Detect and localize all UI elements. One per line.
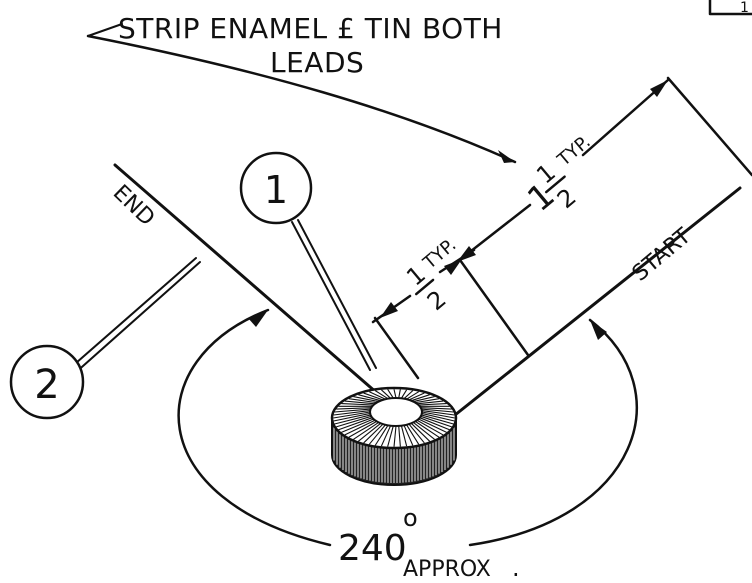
winding-stripe: [357, 422, 382, 442]
winding-stripe: [400, 425, 408, 447]
winding-stripe: [415, 398, 440, 404]
winding-stripe: [408, 392, 425, 401]
winding-stripe: [418, 418, 447, 433]
winding-stripe: [333, 409, 371, 416]
winding-stripe: [358, 394, 381, 402]
winding-stripe: [341, 418, 374, 433]
end-label: END: [108, 180, 159, 231]
winding-stripe: [363, 392, 384, 401]
winding-stripe: [410, 422, 431, 442]
winding-stripe: [336, 407, 372, 410]
angle-arrow-left: [248, 310, 268, 327]
long-dim-arrow-upper: [650, 80, 668, 97]
winding-stripe: [334, 414, 371, 425]
instruction-note: STRIP ENAMEL £ TIN BOTH LEADS: [118, 12, 503, 79]
short-dim-arrow-lower: [380, 302, 398, 318]
extension-lines: [373, 76, 752, 380]
winding-stripe: [336, 415, 372, 428]
winding-stripe: [420, 415, 452, 428]
winding-stripe: [368, 424, 386, 445]
winding-stripe: [334, 408, 371, 413]
winding-stripe: [387, 425, 394, 447]
winding-stripe: [341, 403, 374, 406]
note-line-2: LEADS: [270, 46, 364, 79]
winding-stripe: [387, 389, 394, 399]
winding-stripe: [406, 391, 420, 400]
winding-stripe: [333, 411, 371, 419]
winding-stripe: [416, 419, 444, 436]
callout-2-number: 2: [34, 362, 59, 408]
winding-stripe: [403, 425, 414, 446]
winding-stripe: [393, 425, 397, 447]
winding-stripe: [380, 425, 392, 447]
callout-1-number: 1: [264, 168, 288, 212]
short-dim-arrow-upper: [444, 259, 462, 275]
winding-stripe: [398, 425, 401, 447]
angle-degree: o: [403, 504, 418, 532]
winding-stripe: [398, 389, 401, 399]
winding-stripe: [348, 398, 377, 404]
start-lead: START: [453, 186, 742, 417]
winding-stripe: [408, 423, 425, 444]
toroid-top-windings: [333, 389, 455, 447]
winding-stripe: [413, 421, 435, 440]
winding-stripe: [419, 417, 450, 431]
angle-value: 240: [338, 528, 407, 569]
winding-stripe: [418, 403, 447, 406]
angle-dimension: 240 o APPROX .: [177, 308, 638, 582]
winding-stripe: [411, 394, 430, 402]
callout-2: 2: [9, 257, 201, 420]
winding-stripe: [380, 389, 391, 399]
winding-stripe: [421, 412, 455, 422]
winding-stripe: [344, 400, 376, 405]
winding-stripe: [400, 389, 408, 399]
winding-stripe: [363, 423, 384, 444]
winding-stripe: [421, 414, 454, 425]
long-dimension: 1 1 2 TYP.: [455, 78, 670, 264]
winding-stripe: [353, 421, 379, 440]
short-dimension: 1 2 TYP.: [371, 234, 476, 324]
note-leader-arrow: [86, 23, 517, 164]
callout-1: 1: [239, 151, 377, 371]
leader-arrowhead: [498, 150, 515, 163]
winding-stripe: [421, 411, 455, 419]
winding-stripe: [421, 409, 455, 416]
winding-stripe: [353, 396, 379, 403]
winding-stripe: [416, 400, 444, 405]
angle-dot: .: [512, 554, 520, 582]
winding-stripe: [421, 408, 454, 413]
winding-stripe: [333, 412, 371, 422]
toroid-core: [330, 386, 458, 486]
winding-stripe: [338, 417, 373, 431]
winding-stripe: [420, 407, 452, 410]
start-label: START: [628, 223, 696, 286]
angle-arrow-right: [590, 320, 607, 340]
corner-tag: 1: [708, 0, 752, 16]
long-dim-note: TYP.: [553, 131, 595, 171]
corner-tag-text: 1: [740, 0, 749, 16]
winding-stripe: [369, 391, 386, 400]
winding-stripe: [413, 396, 435, 403]
winding-stripe: [393, 389, 397, 399]
short-dim-denominator: 2: [422, 285, 452, 316]
note-line-1: STRIP ENAMEL £ TIN BOTH: [118, 12, 503, 45]
winding-stripe: [344, 419, 376, 436]
winding-stripe: [403, 390, 414, 400]
winding-stripe: [348, 420, 377, 438]
angle-approx: APPROX: [403, 557, 491, 582]
winding-stripe: [374, 425, 389, 446]
winding-stripe: [415, 420, 440, 438]
winding-stripe: [374, 390, 389, 400]
winding-stripe: [406, 424, 420, 445]
